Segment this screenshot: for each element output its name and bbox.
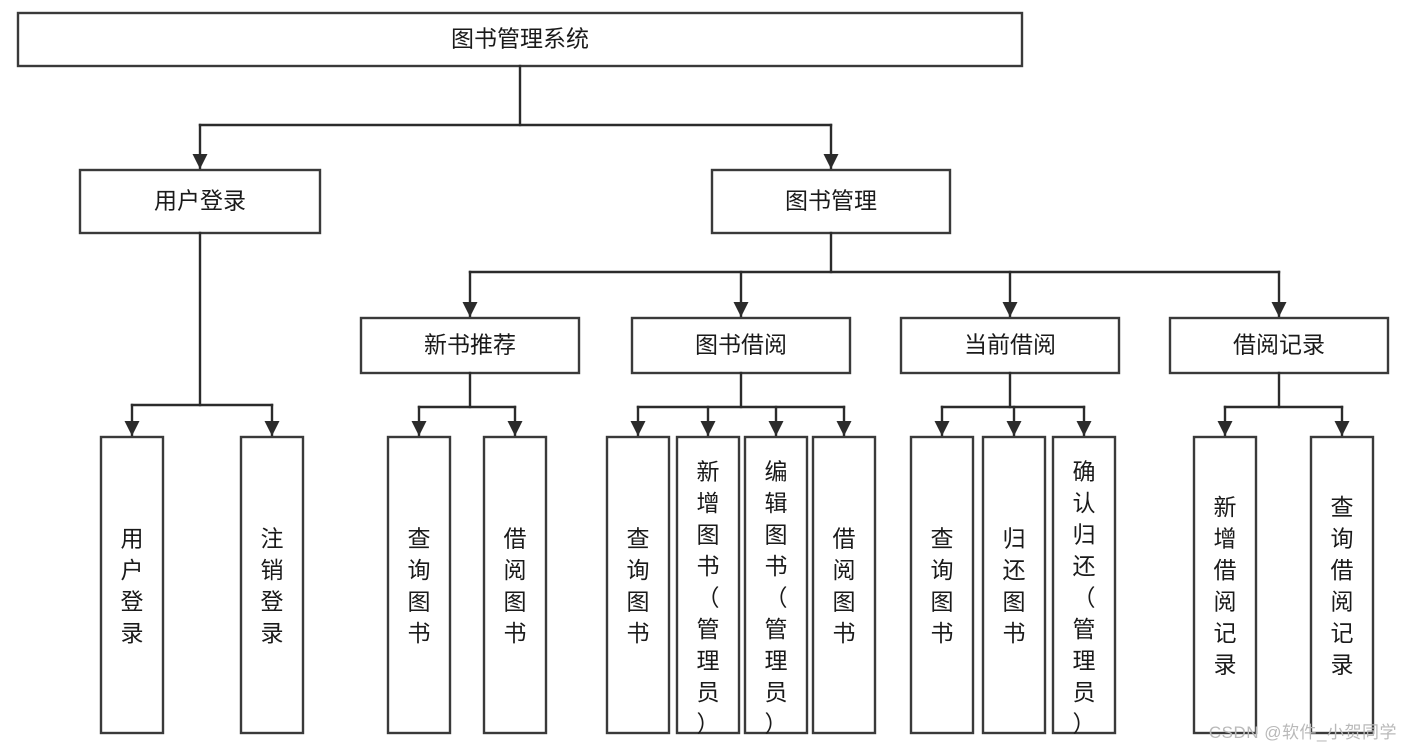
connector-arrow	[836, 421, 852, 436]
node-label-borrow-books-1: 借阅图书	[504, 526, 527, 647]
connector-arrow	[934, 421, 950, 436]
node-label-user-login: 用户登录	[154, 188, 246, 214]
node-label-borrow-records: 借阅记录	[1233, 332, 1325, 358]
connector-arrow	[462, 302, 478, 317]
node-label-query-books-2: 查询图书	[627, 526, 650, 647]
node-label-confirm-return-admin: 确认归还（管理员）	[1073, 459, 1096, 737]
node-box-book-borrow	[630, 316, 852, 375]
node-current-borrow[interactable]: 当前借阅	[899, 316, 1121, 375]
node-label-query-borrow-record: 查询借阅记录	[1331, 494, 1354, 678]
connector-arrow	[192, 154, 208, 169]
node-add-borrow-record[interactable]: 新增借阅记录	[1192, 435, 1258, 735]
node-label-add-borrow-record: 新增借阅记录	[1214, 494, 1237, 678]
node-box-current-borrow	[899, 316, 1121, 375]
connector-arrow	[411, 421, 427, 436]
connector-arrow	[768, 421, 784, 436]
node-root[interactable]: 图书管理系统	[16, 11, 1024, 68]
connector-arrow	[1271, 302, 1287, 317]
node-edit-book-admin[interactable]: 编辑图书（管理员）	[743, 435, 809, 737]
connector-arrow	[1076, 421, 1092, 436]
connector-arrow	[1217, 421, 1233, 436]
node-box-query-books-2	[605, 435, 671, 735]
connector-arrow	[507, 421, 523, 436]
node-box-root	[16, 11, 1024, 68]
node-label-new-book-recommend: 新书推荐	[424, 332, 516, 358]
node-label-add-book-admin: 新增图书（管理员）	[697, 459, 720, 737]
node-box-query-books-3	[909, 435, 975, 735]
node-return-books[interactable]: 归还图书	[981, 435, 1047, 735]
node-box-return-books	[981, 435, 1047, 735]
node-label-user-login-leaf: 用户登录	[121, 526, 144, 647]
node-box-edit-book-admin	[743, 435, 809, 735]
node-box-add-borrow-record	[1192, 435, 1258, 735]
node-box-borrow-books-2	[811, 435, 877, 735]
node-new-book-recommend[interactable]: 新书推荐	[359, 316, 581, 375]
node-label-query-books-3: 查询图书	[931, 526, 954, 647]
connector-arrow	[1006, 421, 1022, 436]
node-confirm-return-admin[interactable]: 确认归还（管理员）	[1051, 435, 1117, 737]
node-borrow-books-1[interactable]: 借阅图书	[482, 435, 548, 735]
node-box-user-login-leaf	[99, 435, 165, 735]
node-label-user-logout-leaf: 注销登录	[261, 526, 284, 647]
node-box-user-logout-leaf	[239, 435, 305, 735]
node-label-root: 图书管理系统	[451, 26, 589, 52]
node-label-book-management: 图书管理	[785, 188, 877, 214]
node-query-books-3[interactable]: 查询图书	[909, 435, 975, 735]
connector-arrow	[124, 421, 140, 436]
node-query-borrow-record[interactable]: 查询借阅记录	[1309, 435, 1375, 735]
node-add-book-admin[interactable]: 新增图书（管理员）	[675, 435, 741, 737]
node-box-query-borrow-record	[1309, 435, 1375, 735]
connector-arrow	[733, 302, 749, 317]
connector-arrow	[700, 421, 716, 436]
csdn-watermark: CSDN @软件_小贺同学	[1208, 723, 1397, 742]
node-borrow-books-2[interactable]: 借阅图书	[811, 435, 877, 735]
node-box-confirm-return-admin	[1051, 435, 1117, 735]
connector-arrow	[1334, 421, 1350, 436]
node-box-borrow-records	[1168, 316, 1390, 375]
connector-arrow	[630, 421, 646, 436]
node-query-books-2[interactable]: 查询图书	[605, 435, 671, 735]
node-user-login-leaf[interactable]: 用户登录	[99, 435, 165, 735]
node-user-login[interactable]: 用户登录	[78, 168, 322, 235]
node-box-query-books-1	[386, 435, 452, 735]
node-query-books-1[interactable]: 查询图书	[386, 435, 452, 735]
node-book-management[interactable]: 图书管理	[710, 168, 952, 235]
node-user-logout-leaf[interactable]: 注销登录	[239, 435, 305, 735]
node-label-book-borrow: 图书借阅	[695, 332, 787, 358]
node-box-book-management	[710, 168, 952, 235]
node-box-add-book-admin	[675, 435, 741, 735]
node-label-borrow-books-2: 借阅图书	[833, 526, 856, 647]
node-label-query-books-1: 查询图书	[408, 526, 431, 647]
connector-arrow	[264, 421, 280, 436]
node-label-return-books: 归还图书	[1003, 526, 1026, 647]
node-borrow-records[interactable]: 借阅记录	[1168, 316, 1390, 375]
node-book-borrow[interactable]: 图书借阅	[630, 316, 852, 375]
node-label-edit-book-admin: 编辑图书（管理员）	[765, 459, 788, 737]
node-label-current-borrow: 当前借阅	[964, 332, 1056, 358]
node-box-borrow-books-1	[482, 435, 548, 735]
connector-arrow	[823, 154, 839, 169]
connector-arrow	[1002, 302, 1018, 317]
